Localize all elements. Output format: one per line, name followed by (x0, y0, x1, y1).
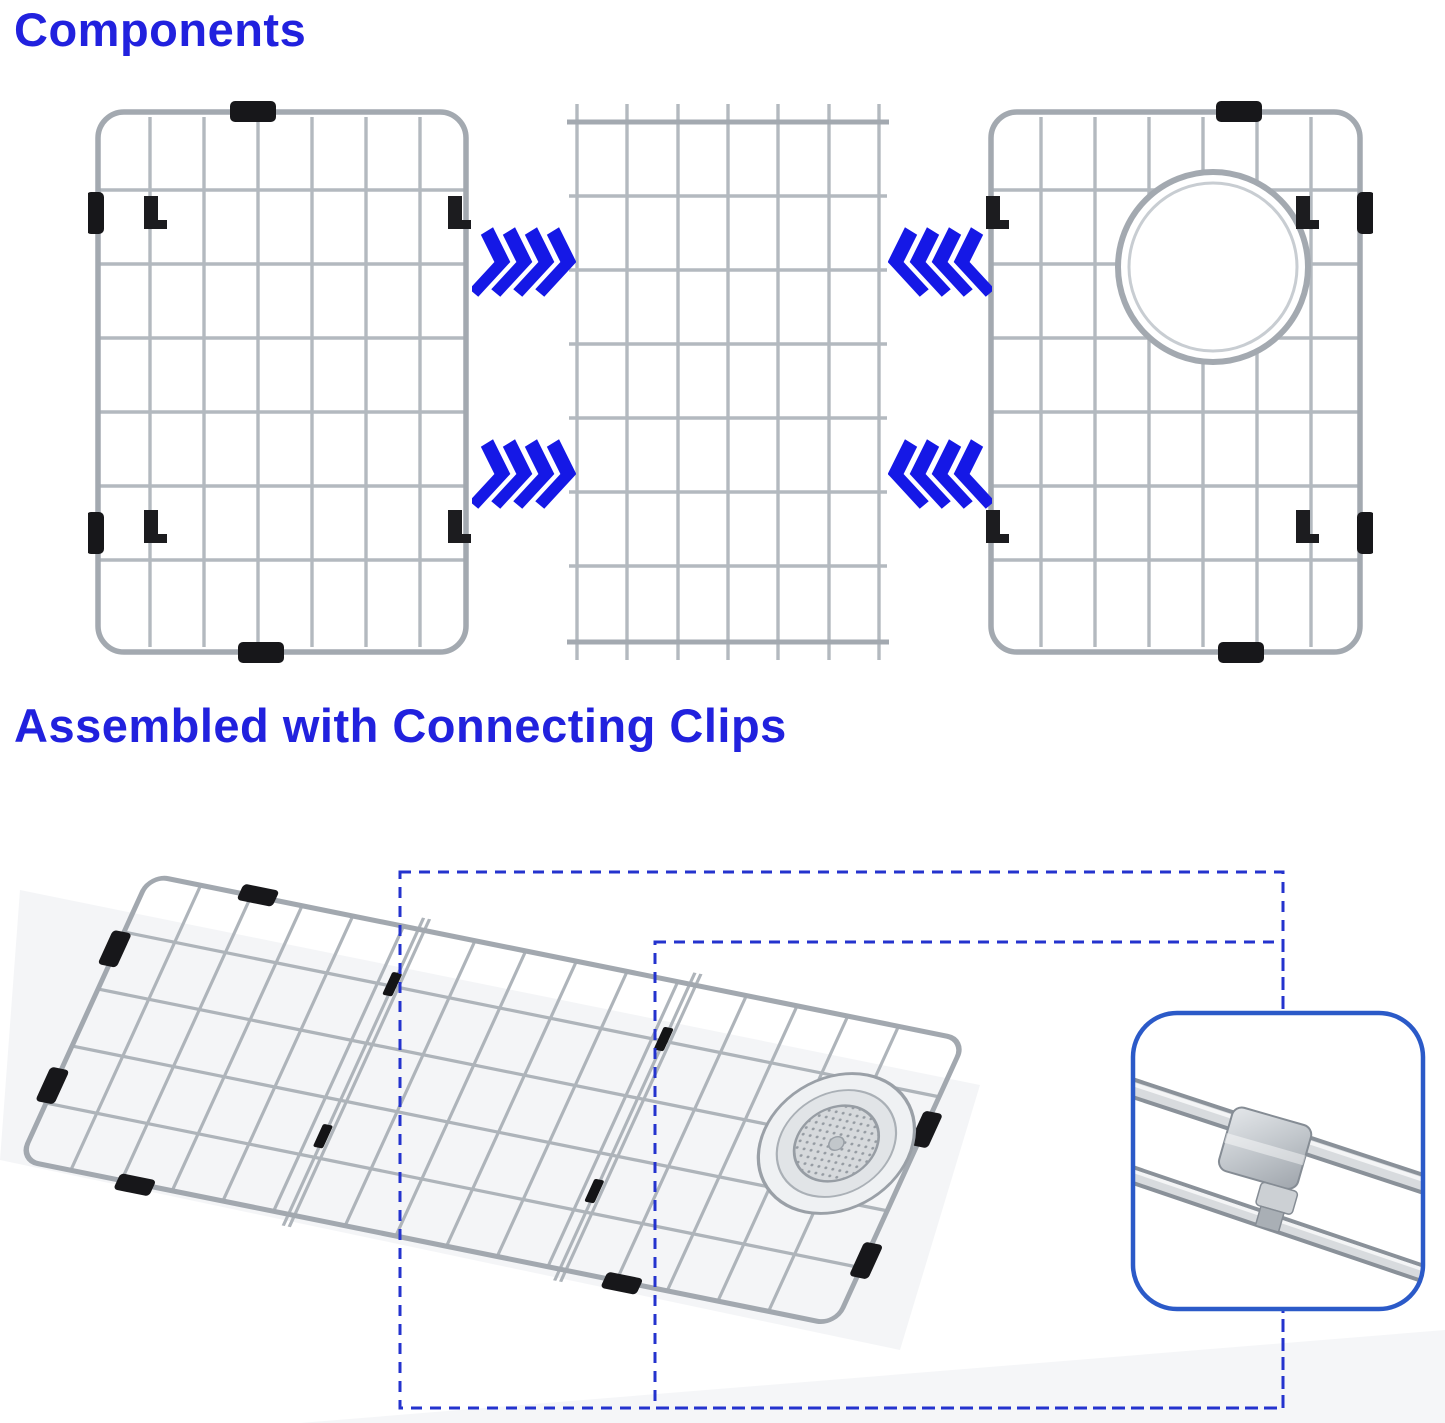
grid-panel-right (986, 101, 1373, 663)
inset-border (1130, 1010, 1426, 1312)
assembled-grid (23, 875, 962, 1325)
left-grid-mounting-clips (88, 101, 284, 663)
connecting-clip-inset (1130, 1010, 1426, 1312)
chevrons-right-icon (472, 227, 576, 297)
left-grid-connecting-hooks (144, 196, 471, 543)
drain-opening (1115, 169, 1311, 365)
connecting-clip-closeup (1217, 1106, 1313, 1234)
components-section-title: Components (14, 3, 307, 56)
drain-opening-inner-ring (1127, 181, 1299, 353)
chevrons-left-icon (888, 439, 992, 509)
middle-grid-edge-wires (567, 119, 889, 645)
chevrons-left-icon (888, 227, 992, 297)
left-grid-wires (100, 117, 465, 647)
right-grid-mounting-clips (1216, 101, 1373, 663)
drain-strainer (756, 1072, 917, 1215)
background-streak (0, 890, 980, 1350)
assembled-grid-frame (23, 875, 962, 1325)
assembled-section-title: Assembled with Connecting Clips (14, 699, 787, 752)
background-streak (300, 1330, 1445, 1423)
right-grid-frame (988, 109, 1363, 655)
right-grid-connecting-hooks (986, 196, 1319, 543)
grid-panel-left (88, 101, 471, 663)
chevrons-right-icon (472, 439, 576, 509)
assembled-connecting-clips (313, 972, 674, 1204)
middle-grid-wires (569, 104, 887, 660)
assembled-view (0, 870, 1445, 1423)
assembled-mounting-clips (36, 884, 942, 1295)
left-grid-frame (95, 109, 469, 655)
grid-panel-middle (567, 104, 889, 660)
